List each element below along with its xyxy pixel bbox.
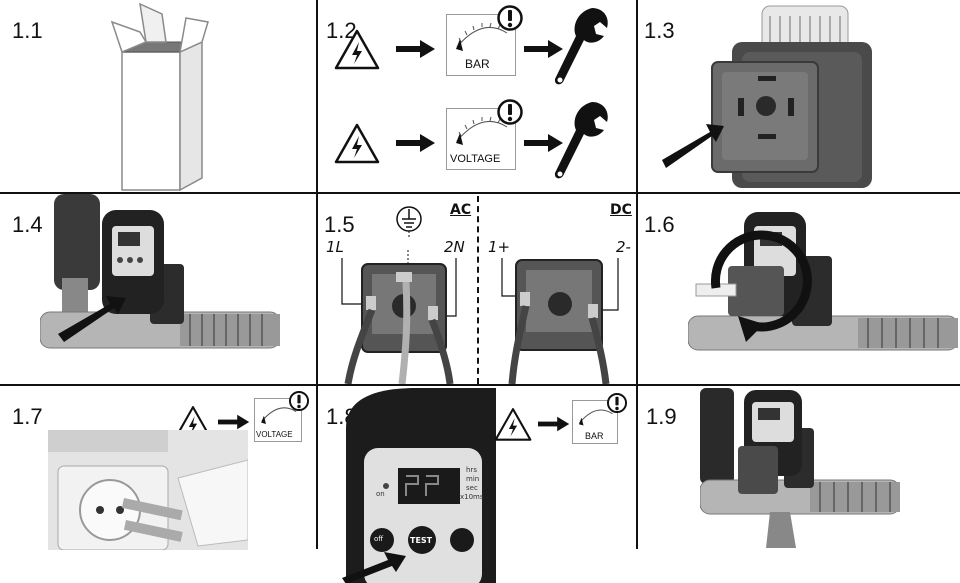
arrow-pointer-icon [342, 552, 406, 583]
voltage-gauge-icon: VOLTAGE [446, 108, 516, 170]
drain-valve-install-photo [40, 194, 280, 349]
attention-icon [288, 390, 310, 412]
earth-ground-icon [396, 206, 422, 238]
carton-box-illustration [110, 2, 209, 192]
step-number: 1.3 [644, 18, 675, 43]
arrow-right-icon [396, 40, 435, 58]
device-label: min [466, 475, 480, 483]
ac-dc-separator [477, 196, 479, 384]
arrow-right-icon [524, 134, 563, 152]
high-voltage-warning-icon [494, 408, 532, 441]
ac-connector-wiring [341, 250, 457, 384]
high-voltage-warning-icon [334, 29, 380, 70]
test-button: TEST [410, 536, 433, 545]
step-number: 1.4 [12, 212, 43, 237]
grid-divider [0, 384, 960, 386]
grid-divider [0, 192, 960, 194]
attention-icon [497, 99, 523, 125]
dc-connector-wiring [501, 258, 619, 384]
device-label: sec [466, 484, 478, 492]
terminal-label: 2N [444, 238, 465, 256]
terminal-label: 1+ [488, 238, 511, 256]
wrench-icon [554, 102, 608, 179]
gauge-label: VOLTAGE [256, 430, 293, 439]
gauge-label: VOLTAGE [450, 153, 501, 165]
arrow-right-icon [396, 134, 435, 152]
high-voltage-warning-icon [334, 123, 380, 164]
step-number: 1.7 [12, 404, 43, 429]
device-label: x10ms [460, 493, 484, 501]
arrow-right-icon [538, 416, 570, 432]
ac-heading: AC [450, 202, 472, 218]
connector-screw-photo [688, 212, 958, 351]
gauge-label: BAR [465, 57, 490, 71]
grid-divider [636, 386, 638, 549]
step-number: 1.9 [646, 404, 677, 429]
wrench-icon [554, 8, 608, 85]
arrow-right-icon [218, 414, 250, 430]
power-socket-photo [48, 430, 248, 550]
terminal-label: 1L [326, 238, 344, 256]
installed-drain-valve-photo [700, 388, 900, 548]
gauge-label: BAR [585, 431, 604, 441]
device-label: off [374, 535, 384, 543]
device-label: on [376, 490, 385, 498]
attention-icon [606, 392, 628, 414]
dc-heading: DC [610, 202, 632, 218]
attention-icon [497, 5, 523, 31]
terminal-label: 2- [616, 238, 631, 256]
grid-divider [316, 0, 318, 549]
step-number: 1.6 [644, 212, 675, 237]
timer-device-closeup [346, 388, 496, 583]
arrow-right-icon [524, 40, 563, 58]
solenoid-coil-photo [662, 5, 872, 188]
step-number: 1.5 [324, 212, 355, 237]
device-label: hrs [466, 466, 477, 474]
step-number: 1.1 [12, 18, 43, 43]
